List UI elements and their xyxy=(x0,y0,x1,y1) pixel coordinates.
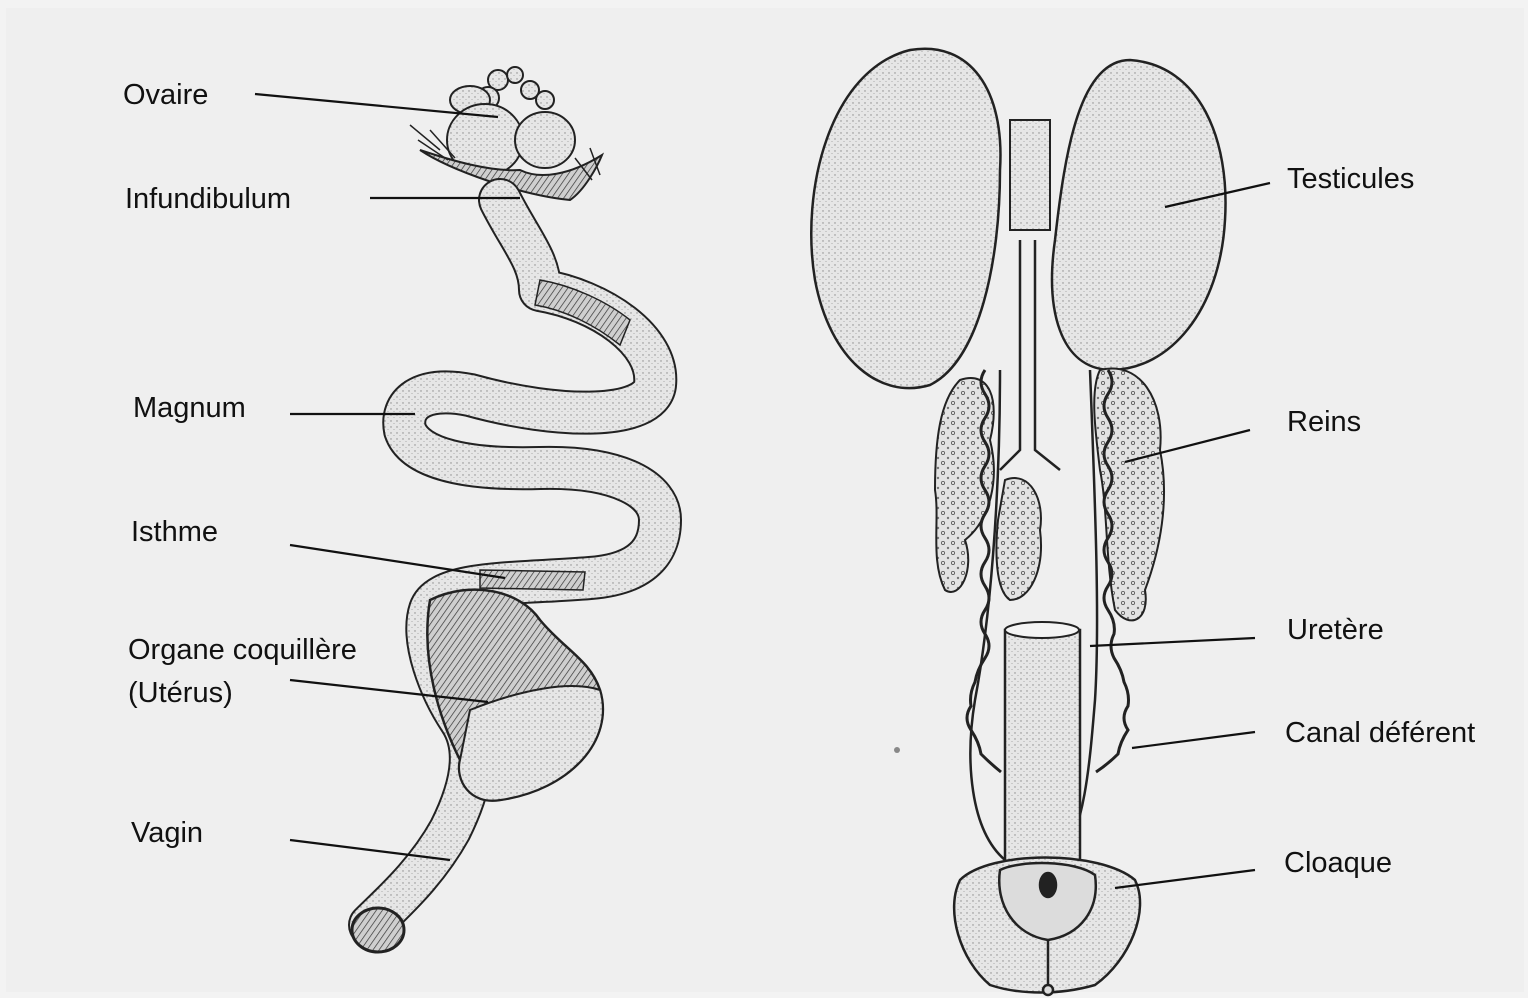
cloaca-shape xyxy=(954,858,1140,996)
label-cloaca: Cloaque xyxy=(1284,846,1392,880)
female-oviduct-drawing xyxy=(352,67,660,952)
label-kidneys: Reins xyxy=(1287,405,1361,439)
left-testis-shape xyxy=(811,49,1000,388)
label-magnum: Magnum xyxy=(133,391,246,425)
label-testes: Testicules xyxy=(1287,162,1414,196)
isthmus-opened-section xyxy=(480,570,585,590)
speck-mark xyxy=(894,747,900,753)
label-vas-deferens: Canal déférent xyxy=(1285,716,1475,750)
label-shell-gland: Organe coquillère xyxy=(128,633,357,667)
label-vagina: Vagin xyxy=(131,816,203,850)
label-uterus: (Utérus) xyxy=(128,676,233,710)
vagina-opening xyxy=(352,908,404,952)
label-infundibulum: Infundibulum xyxy=(125,182,291,216)
center-kidney-shape xyxy=(996,478,1041,600)
label-ureter: Uretère xyxy=(1287,613,1384,647)
label-ovary: Ovaire xyxy=(123,78,208,112)
male-reproductive-drawing xyxy=(811,49,1225,995)
ovary-shape xyxy=(447,67,575,176)
label-isthmus: Isthme xyxy=(131,515,218,549)
central-vessel xyxy=(1010,120,1050,230)
rectum-tube xyxy=(1005,630,1080,871)
right-testis-shape xyxy=(1052,60,1225,370)
